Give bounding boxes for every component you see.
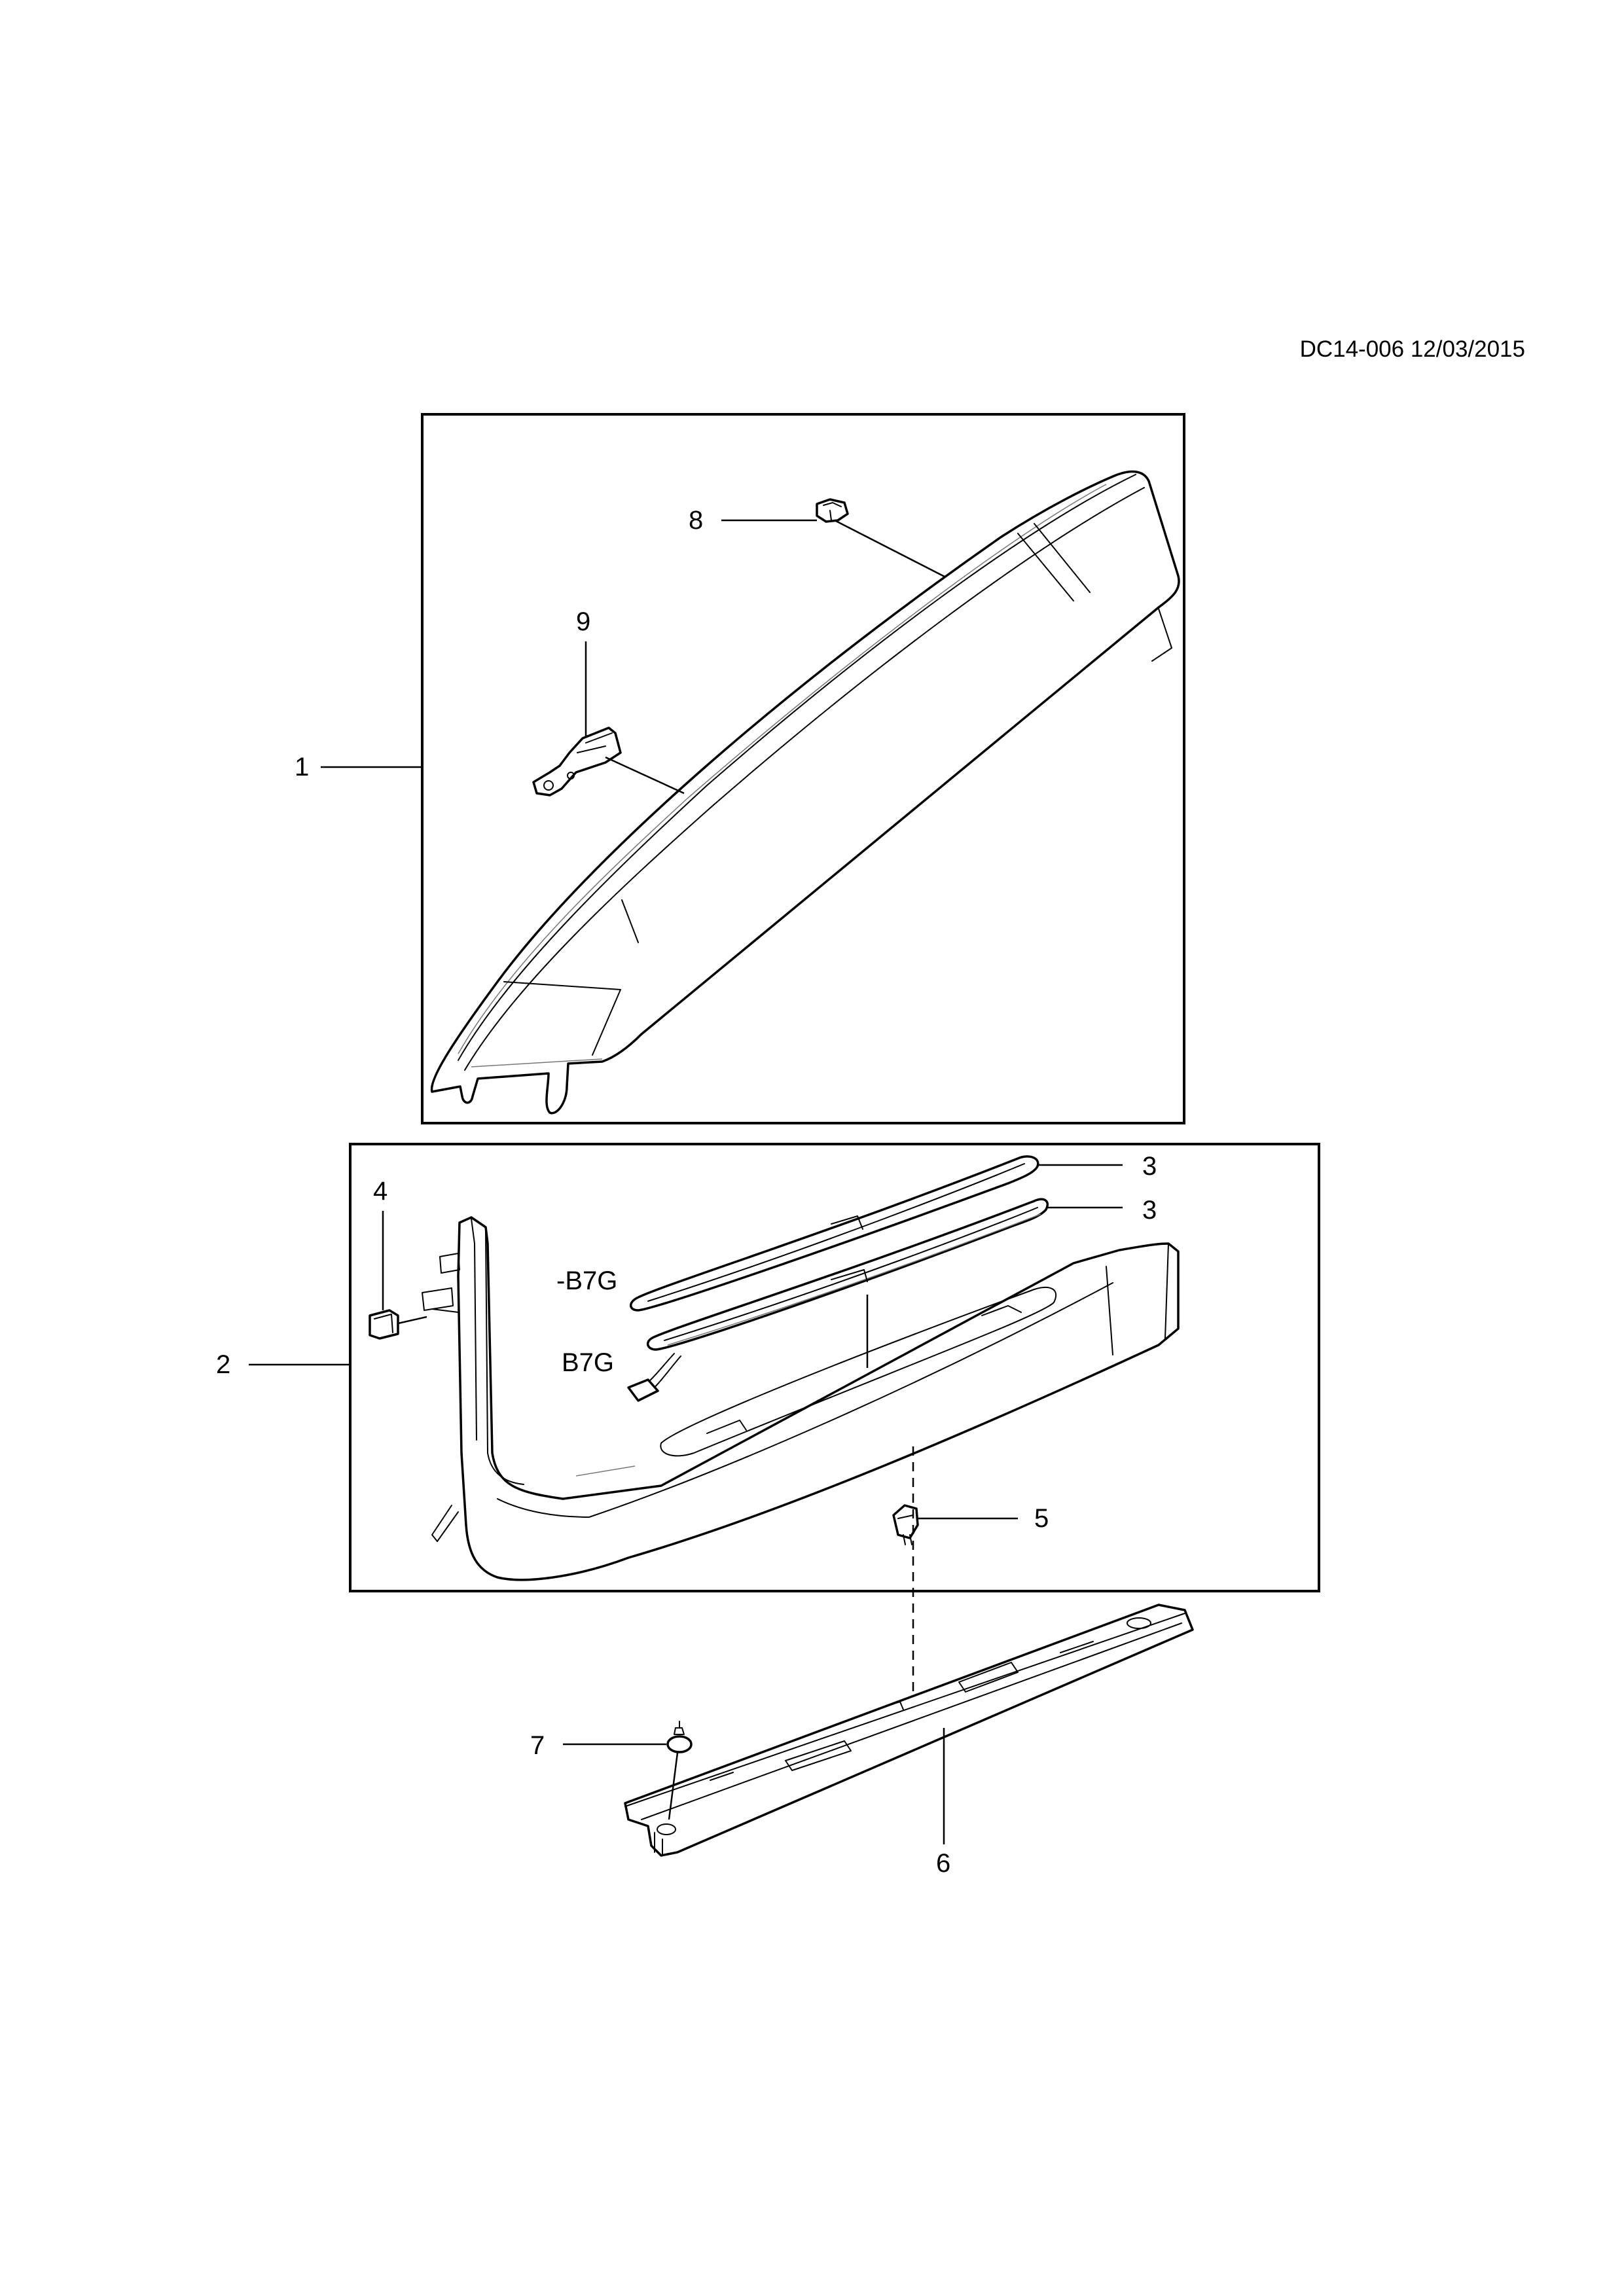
variant-label-with-b7g: B7G <box>562 1348 614 1377</box>
group-frame-sill-trim <box>349 1143 1320 1592</box>
leader-9-to-pillar <box>605 756 685 795</box>
clip-part-4 <box>369 1309 399 1340</box>
sill-trim-part <box>422 1216 1180 1581</box>
leader-7-to-plate <box>668 1752 679 1820</box>
leader-4-to-sill <box>397 1316 427 1325</box>
group-frame-pillar-trim <box>421 413 1185 1124</box>
callout-4: 4 <box>373 1177 388 1206</box>
strip-part-3-upper <box>630 1155 1039 1312</box>
leader-8-to-pillar <box>834 519 947 579</box>
callout-5: 5 <box>1034 1504 1049 1533</box>
base-plate-part-6 <box>624 1604 1194 1857</box>
callout-2: 2 <box>216 1350 230 1379</box>
strip-part-3-lower <box>627 1198 1049 1402</box>
clip-part-5 <box>892 1504 919 1545</box>
callout-1: 1 <box>295 753 309 781</box>
callout-9: 9 <box>576 607 590 636</box>
clip-part-8 <box>816 498 849 523</box>
drawing-reference: DC14-006 12/03/2015 <box>1300 336 1525 362</box>
callout-8: 8 <box>689 506 703 535</box>
callout-3-upper: 3 <box>1142 1152 1157 1181</box>
callout-7: 7 <box>530 1731 545 1760</box>
clip-part-9 <box>532 726 622 797</box>
variant-label-without-b7g: -B7G <box>556 1266 617 1295</box>
fastener-part-7 <box>666 1721 693 1753</box>
callout-6: 6 <box>936 1849 950 1878</box>
callout-3-lower: 3 <box>1142 1196 1157 1225</box>
pillar-trim-part <box>430 470 1180 1115</box>
